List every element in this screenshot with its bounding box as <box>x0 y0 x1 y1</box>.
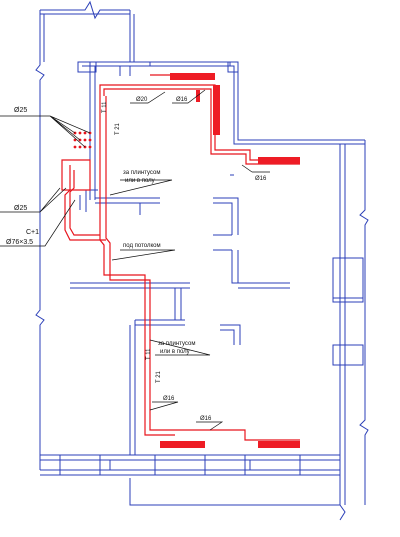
label-bottom-d16-b: Ø16 <box>200 416 212 422</box>
label-za-plintusom-1-line2: или в полу <box>125 178 155 184</box>
radiator-bottom-left <box>160 441 205 448</box>
label-za-plintusom-1-line1: за плинтусом <box>123 170 160 176</box>
radiator-right <box>258 157 300 164</box>
radiator-corner <box>196 90 200 102</box>
label-right-d16: Ø16 <box>255 176 267 182</box>
radiators <box>160 73 300 448</box>
label-pipe-d76: Ø76×3.5 <box>6 239 33 246</box>
label-pod-potolkom: под потолком <box>123 243 161 249</box>
radiator-bottom-right <box>258 441 300 448</box>
label-top-d16: Ø16 <box>176 97 188 103</box>
radiator-right-vertical <box>213 85 220 135</box>
label-d25-top: Ø25 <box>14 107 27 114</box>
label-cplus1: C+1 <box>26 229 39 236</box>
label-d25-bottom: Ø25 <box>14 205 27 212</box>
label-t11-top: T 11 <box>102 101 108 113</box>
walls <box>35 0 369 521</box>
label-t21-bottom: T 21 <box>156 370 162 383</box>
label-t11-bottom: T 11 <box>146 348 152 360</box>
label-t21-top: T 21 <box>115 122 121 135</box>
label-za-plintusom-2-line2: или в полу <box>160 349 190 355</box>
label-za-plintusom-2-line1: за плинтусом <box>158 341 195 347</box>
radiator-top <box>170 73 215 80</box>
leader-lines <box>0 89 270 431</box>
label-top-d20: Ø20 <box>136 97 148 103</box>
manifold <box>73 131 92 149</box>
label-bottom-d16-a: Ø16 <box>163 396 175 402</box>
heating-pipes <box>61 74 300 441</box>
